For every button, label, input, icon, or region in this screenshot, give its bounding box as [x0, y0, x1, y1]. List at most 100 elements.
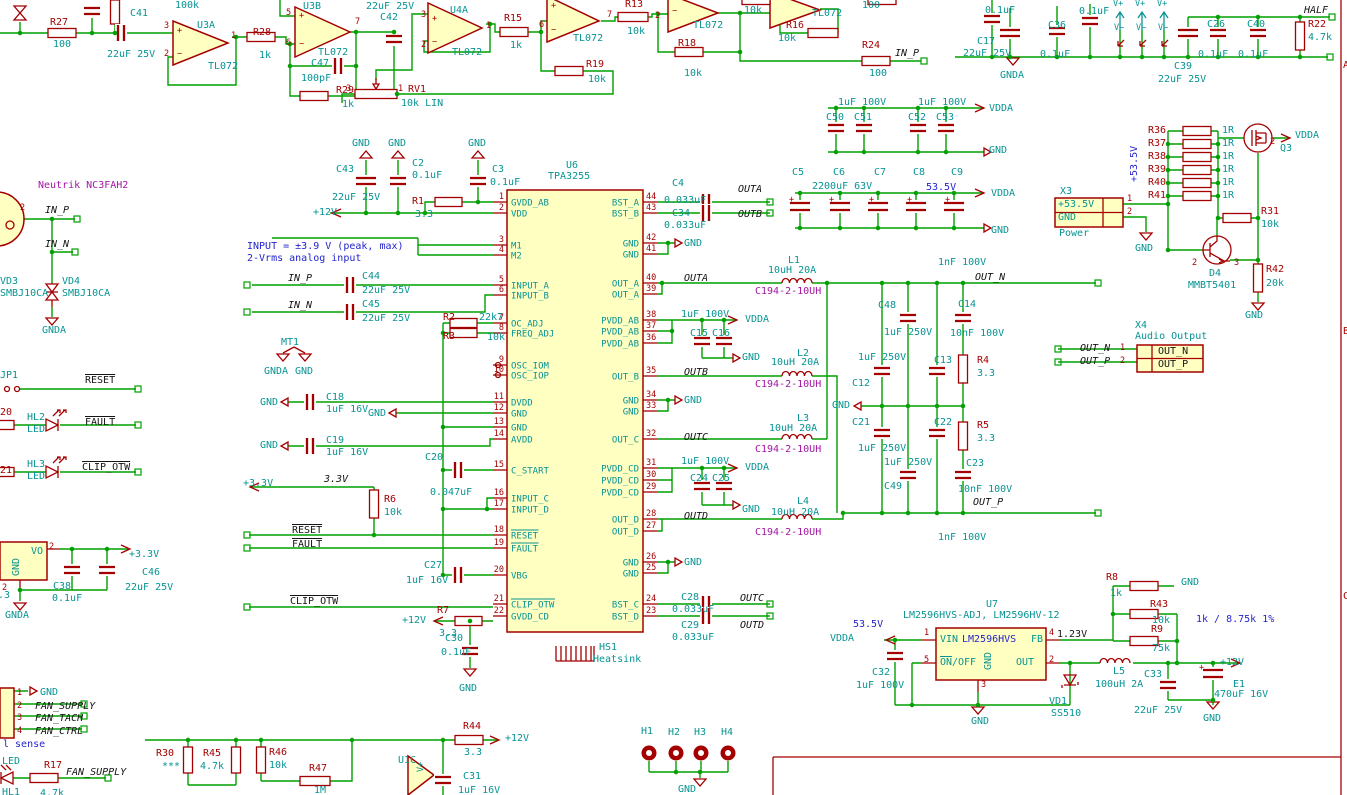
- capacitor-symbol: [929, 428, 945, 438]
- capacitor-symbol: [1178, 28, 1198, 38]
- u6-pin-text: 14: [494, 429, 504, 439]
- opamp-u4b: [546, 0, 601, 44]
- resistor-symbol: [449, 327, 478, 339]
- resistor-symbol: [1129, 580, 1159, 592]
- gnd-flag: [279, 440, 289, 452]
- u6-pin-text: 16: [494, 488, 504, 498]
- u6-pin-text: M1: [511, 242, 522, 252]
- capacitor-symbol: [345, 277, 355, 293]
- u6-pins: 1GVDD_AB2VDD3M14M25INPUT_A6INPUT_B7OC_AD…: [493, 192, 657, 623]
- u6-pin-text: 21: [494, 594, 504, 604]
- u6-pin-text: 29: [646, 482, 656, 492]
- u6-pin-text: GND: [511, 424, 527, 434]
- resistor-symbol: [1182, 177, 1212, 189]
- net-port-square: [104, 774, 112, 782]
- resistor-symbol: [1182, 190, 1212, 202]
- power-arrow: [884, 635, 896, 645]
- vplus-arrow: [1159, 10, 1169, 30]
- polarized-capacitor-symbol: [944, 201, 964, 212]
- capacitor-symbol: [1082, 16, 1098, 26]
- u6-pin-text: BST_A: [612, 199, 640, 209]
- resistor-symbol: [617, 11, 649, 23]
- resistor-symbol: [1252, 263, 1264, 293]
- opamp-u3a: [172, 19, 231, 67]
- vplus-arrow: [1137, 10, 1147, 30]
- opamp-u3b: [294, 5, 352, 59]
- net-port-square: [1054, 358, 1062, 366]
- resistor-symbol: [1129, 608, 1159, 620]
- u7-lm2596-body: [935, 627, 1047, 681]
- u6-pin-text: 31: [646, 458, 656, 468]
- resistor-symbol: [867, 0, 897, 6]
- u6-pin-text: 43: [646, 203, 656, 213]
- capacitor-symbol: [900, 313, 916, 323]
- capacitor-symbol: [716, 481, 732, 491]
- u6-pin-text: BST_D: [612, 613, 639, 623]
- capacitor-symbol: [874, 428, 890, 438]
- gnd-flag: [275, 353, 291, 362]
- u6-pin-text: OUT_A: [612, 280, 640, 290]
- capacitor-symbol: [887, 651, 903, 661]
- net-port-square: [71, 248, 79, 256]
- hl1-led: [0, 764, 14, 786]
- u6-pin-text: 20: [494, 565, 504, 575]
- u6-pin-text: 7: [499, 313, 504, 323]
- u6-pin-text: BST_B: [612, 210, 639, 220]
- component-bodies: [0, 0, 1204, 795]
- u6-pin-text: 13: [494, 417, 504, 427]
- capacitor-symbol: [694, 481, 710, 491]
- capacitor-symbol: [929, 366, 945, 376]
- gnd-flag: [44, 317, 60, 326]
- u6-pin-text: 26: [646, 552, 656, 562]
- resistor-symbol: [499, 26, 529, 38]
- power-arrow: [1280, 133, 1292, 143]
- net-port-square: [80, 725, 88, 733]
- resistor-symbol: [449, 317, 478, 329]
- vminus-glyph: [1139, 39, 1147, 47]
- gnd-flag: [1250, 302, 1266, 311]
- resistor-symbol: [434, 196, 463, 208]
- capacitor-symbol: [874, 366, 890, 376]
- capacitor-symbol: [64, 565, 80, 575]
- u6-pin-text: 36: [646, 333, 656, 343]
- capacitor-symbol: [856, 123, 872, 133]
- capacitor-symbol: [984, 14, 1000, 24]
- u6-pin-text: GVDD_CD: [511, 613, 549, 623]
- capacitor-symbol: [84, 6, 100, 16]
- heatsink-symbol: [555, 646, 595, 662]
- capacitor-symbol: [701, 205, 711, 221]
- resistor-symbol: [741, 0, 771, 6]
- net-port-square: [243, 603, 251, 611]
- vd1-diode: [1061, 674, 1079, 688]
- capacitor-symbol: [938, 123, 954, 133]
- u6-pin-text: 1: [499, 192, 504, 202]
- u6-pin-text: 30: [646, 470, 656, 480]
- u6-pin-text: DVDD: [511, 399, 533, 409]
- resistor-symbol: [299, 775, 331, 787]
- resistor-symbol: [957, 421, 969, 451]
- power-arrow: [974, 103, 986, 113]
- net-port-square: [766, 198, 774, 206]
- u6-pin-text: 22: [494, 606, 504, 616]
- u6-pin-text: INPUT_A: [511, 282, 550, 292]
- u6-pin-text: 17: [494, 499, 504, 509]
- gnd-flag: [983, 222, 993, 234]
- regulator-3v3-body: [0, 541, 48, 581]
- capacitor-symbol: [910, 123, 926, 133]
- net-port-square: [766, 209, 774, 217]
- net-port-square: [134, 421, 142, 429]
- capacitor-symbol: [900, 470, 916, 480]
- capacitor-symbol: [694, 336, 710, 346]
- wire-junctions: [17, 10, 1303, 775]
- net-port-square: [1094, 509, 1102, 517]
- polarized-capacitor-symbol: [1203, 668, 1223, 679]
- fan-connector-body: [0, 687, 15, 739]
- power-arrow: [330, 208, 342, 218]
- u6-pin-text: 11: [494, 392, 504, 402]
- capacitor-symbol: [305, 438, 315, 454]
- u6-pin-text: GND: [623, 570, 639, 580]
- power-arrow: [727, 463, 739, 473]
- tvs-diode: [44, 283, 60, 307]
